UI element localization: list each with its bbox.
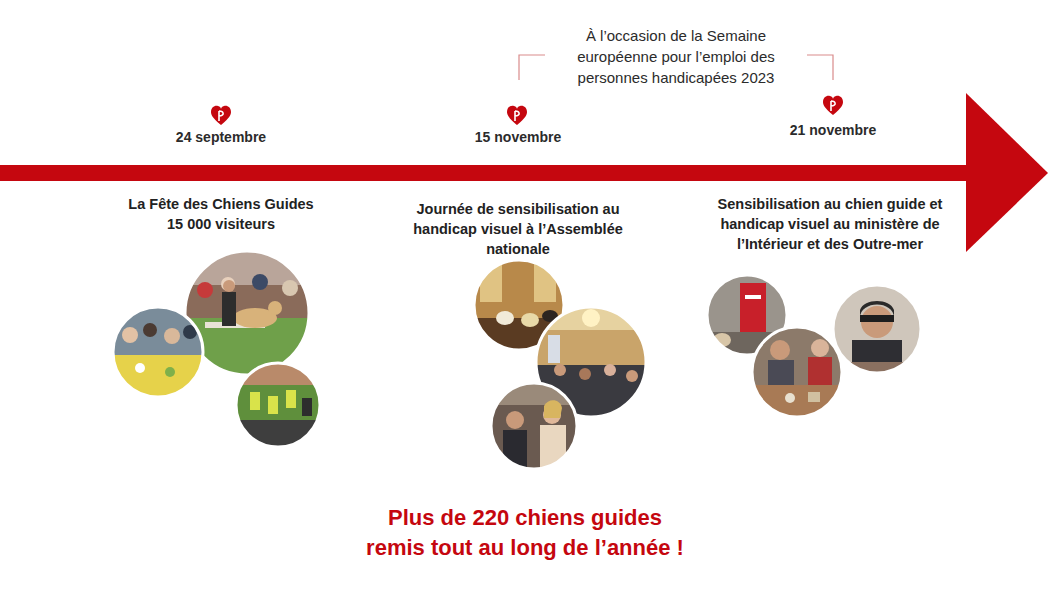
event-figure: 15 000 visiteurs (167, 214, 275, 234)
heart-icon (507, 106, 527, 125)
photo-circle (488, 380, 583, 475)
bracket-note: À l’occasion de la Semaine européenne po… (545, 25, 807, 88)
label-slot: À l’occasion de la Semaine européenne po… (545, 25, 807, 88)
photo-circle (230, 360, 330, 460)
photo-circle (110, 305, 210, 405)
caption-slot: Plus de 220 chiens guides remis tout au … (275, 503, 775, 563)
label-slot: 15 000 visiteurs (167, 214, 275, 234)
label-slot: Sensibilisation au chien guide et handic… (708, 194, 953, 254)
date-label: 15 novembre (475, 128, 561, 146)
label-slot: La Fête des Chiens Guides (128, 194, 313, 214)
caption: Plus de 220 chiens guides remis tout au … (275, 503, 775, 563)
label-slot: 15 novembre (475, 128, 561, 146)
timeline-arrowhead (966, 93, 1048, 252)
event-title: Journée de sensibilisation au handicap v… (396, 199, 641, 259)
label-slot: 24 septembre (176, 128, 266, 146)
photo-circle (750, 325, 845, 420)
date-label: 21 novembre (790, 121, 876, 139)
event-title: La Fête des Chiens Guides (128, 194, 313, 214)
timeline-bar (0, 165, 972, 181)
heart-icon (211, 106, 231, 125)
photo-circle (530, 300, 650, 425)
heart-icon (823, 96, 843, 115)
date-label: 24 septembre (176, 128, 266, 146)
label-slot: 21 novembre (790, 121, 876, 139)
event-title: Sensibilisation au chien guide et handic… (708, 194, 953, 254)
photo-circle (830, 283, 925, 380)
label-slot: Journée de sensibilisation au handicap v… (396, 199, 641, 259)
